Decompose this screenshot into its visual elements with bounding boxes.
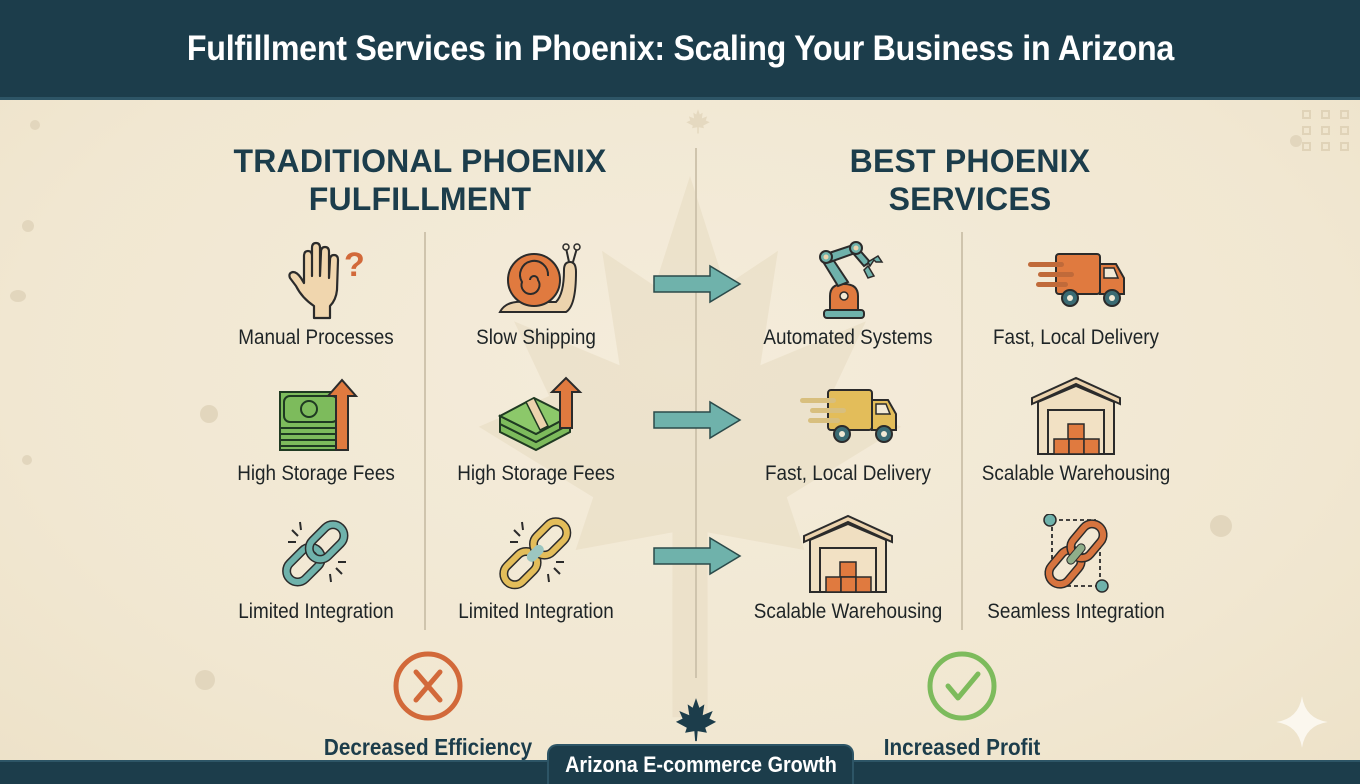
traditional-title-line1: TRADITIONAL PHOENIX xyxy=(233,143,607,179)
item-high-storage-fees-2: High Storage Fees xyxy=(431,376,641,486)
decor-speck xyxy=(1290,135,1302,147)
traditional-section-title: TRADITIONAL PHOENIX FULFILLMENT xyxy=(200,142,640,218)
item-label: Limited Integration xyxy=(458,600,614,623)
decor-speck xyxy=(10,290,26,302)
connected-chain-icon xyxy=(1043,514,1109,593)
item-slow-shipping: Slow Shipping xyxy=(431,240,641,350)
item-seamless-integration: Seamless Integration xyxy=(971,514,1181,624)
money-arrow-up-icon xyxy=(279,378,359,451)
item-label: Limited Integration xyxy=(238,600,394,623)
item-limited-integration-1: Limited Integration xyxy=(211,514,421,624)
hand-question-icon: ? xyxy=(288,241,365,320)
decor-speck xyxy=(200,405,218,423)
item-label: Seamless Integration xyxy=(987,600,1165,623)
best-title-line1: BEST PHOENIX xyxy=(849,143,1091,179)
background-maple-leaf-icon xyxy=(478,176,902,718)
money-stack-arrow-up-icon xyxy=(497,376,583,452)
footer-tab: Arizona E-commerce Growth xyxy=(547,744,854,784)
item-label: High Storage Fees xyxy=(457,462,615,485)
item-limited-integration-2: Limited Integration xyxy=(431,514,641,624)
outcome-label: Increased Profit xyxy=(883,734,1041,760)
left-column-divider xyxy=(424,232,426,630)
decor-speck xyxy=(22,220,34,232)
outcome-decreased-efficiency: Decreased Efficiency xyxy=(298,648,558,761)
check-circle-icon xyxy=(927,651,997,721)
item-label: Scalable Warehousing xyxy=(981,462,1171,485)
item-label: Manual Processes xyxy=(238,326,394,349)
arrow-right-icon xyxy=(653,536,742,576)
delivery-truck-icon xyxy=(800,389,897,443)
arrow-right-icon xyxy=(653,400,742,440)
item-high-storage-fees-1: High Storage Fees xyxy=(211,376,421,486)
page-title: Fulfillment Services in Phoenix: Scaling… xyxy=(186,28,1174,68)
item-scalable-warehousing-1: Scalable Warehousing xyxy=(971,376,1181,486)
warehouse-icon xyxy=(803,514,893,593)
item-label: Scalable Warehousing xyxy=(753,600,943,623)
item-automated-systems: Automated Systems xyxy=(743,240,953,350)
item-fast-local-delivery-1: Fast, Local Delivery xyxy=(971,240,1181,350)
maple-leaf-icon xyxy=(675,698,717,742)
warehouse-icon xyxy=(1031,376,1121,455)
item-label: Fast, Local Delivery xyxy=(993,326,1159,349)
decor-speck xyxy=(195,670,215,690)
infographic-canvas xyxy=(0,100,1360,760)
broken-chain-icon xyxy=(282,520,349,587)
item-scalable-warehousing-2: Scalable Warehousing xyxy=(743,514,953,624)
x-circle-icon xyxy=(393,651,463,721)
broken-chain-icon xyxy=(499,517,572,590)
outcome-increased-profit: Increased Profit xyxy=(832,648,1092,761)
best-section-title: BEST PHOENIX SERVICES xyxy=(780,142,1160,218)
small-maple-leaf-icon xyxy=(686,109,710,134)
item-fast-local-delivery-2: Fast, Local Delivery xyxy=(743,376,953,486)
footer-label: Arizona E-commerce Growth xyxy=(564,752,837,777)
arrow-right-icon xyxy=(653,264,742,304)
item-label: Fast, Local Delivery xyxy=(765,462,931,485)
robot-arm-icon xyxy=(819,241,884,319)
decor-speck xyxy=(30,120,40,130)
sparkle-icon xyxy=(1276,696,1328,748)
snail-icon xyxy=(498,243,581,313)
item-label: Automated Systems xyxy=(763,326,933,349)
item-label: Slow Shipping xyxy=(476,326,596,349)
best-title-line2: SERVICES xyxy=(888,181,1052,217)
svg-text:?: ? xyxy=(344,246,365,284)
header-banner: Fulfillment Services in Phoenix: Scaling… xyxy=(0,0,1360,100)
item-manual-processes: ? Manual Processes xyxy=(211,240,421,350)
decor-speck xyxy=(1210,515,1232,537)
delivery-truck-icon xyxy=(1028,253,1125,307)
item-label: High Storage Fees xyxy=(237,462,395,485)
decor-speck xyxy=(22,455,32,465)
right-column-divider xyxy=(961,232,963,630)
decor-dot-grid xyxy=(1302,110,1352,151)
outcome-label: Decreased Efficiency xyxy=(323,734,533,760)
traditional-title-line2: FULFILLMENT xyxy=(308,181,532,217)
